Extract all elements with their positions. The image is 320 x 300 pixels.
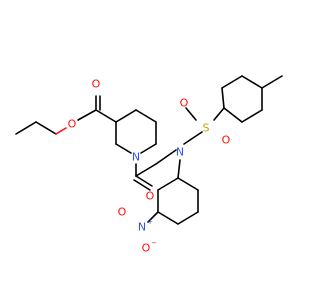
atom-o-ester-carbonyl: O (92, 78, 101, 91)
bond-methyl (261, 75, 283, 89)
bond-ch2-n (155, 149, 177, 165)
bond-pip-2 (135, 109, 157, 123)
bond-tol-2 (221, 75, 243, 89)
atom-n-nitro: N (138, 221, 146, 234)
bond-tol-3 (241, 75, 263, 89)
atom-s-sulfonyl: S (203, 122, 210, 135)
atom-o-nitro-bottom: O (142, 242, 151, 255)
bond-carbonyl-to-ring (95, 109, 117, 123)
bond-ether-o (55, 127, 67, 135)
bond-amide-c-o-1 (135, 175, 153, 187)
atom-n-piperidine: N (132, 151, 140, 164)
atom-o-ester-ether: O (68, 118, 77, 131)
bond-s-o-left (185, 107, 197, 121)
atom-n-sulfonamide: N (176, 146, 184, 159)
bond-tol-6 (223, 107, 243, 123)
bond-amide-c-o-2 (133, 179, 151, 191)
bond-ph-1 (177, 177, 199, 191)
atom-labels-layer: O O N O N S O O N + O − O (68, 78, 231, 255)
bond-s-to-ring (213, 107, 225, 121)
bond-co-ch2 (135, 163, 157, 177)
atom-o-amide: O (146, 190, 155, 203)
bond-tol-1 (221, 87, 225, 109)
atom-o-sulfonyl-left: O (180, 97, 189, 110)
bond-ph-4 (157, 211, 179, 225)
bond-pip-6 (140, 143, 157, 154)
atom-n-nitro-charge: + (147, 218, 153, 226)
bond-n-s (183, 131, 203, 145)
bond-ethyl-2 (35, 121, 57, 135)
structure-diagram (15, 75, 283, 225)
bond-n-phenyl (177, 159, 181, 179)
bond-pip-1 (115, 109, 137, 123)
bond-ph-nitro (147, 211, 159, 223)
bond-ph-6 (157, 177, 179, 191)
molecule-canvas: O O N O N S O O N + O − O (15, 75, 283, 255)
bond-ph-3 (177, 211, 199, 225)
bond-ethyl-1 (15, 121, 37, 135)
bond-o-carbonyl-c (77, 109, 97, 121)
bond-pip-5 (115, 143, 132, 154)
atom-o-nitro-left: O (118, 206, 127, 219)
atom-o-sulfonyl-right: O (222, 134, 231, 147)
atom-o-nitro-bottom-charge: − (151, 239, 157, 247)
bond-tol-5 (241, 109, 263, 123)
